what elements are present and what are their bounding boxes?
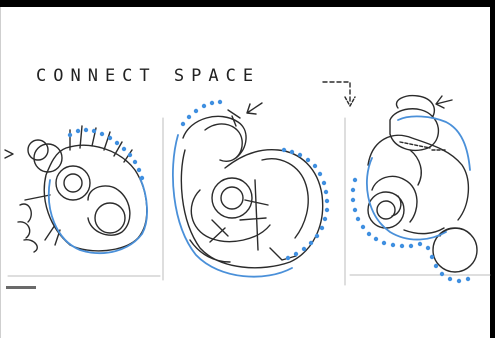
connect-space-dots [68, 100, 470, 283]
heart-sketch-1 [5, 126, 147, 252]
heart-sketch-2 [181, 103, 322, 268]
heart-sketch-3 [368, 96, 477, 272]
dashed-arrow-icon [323, 82, 355, 106]
scroll-indicator [6, 286, 36, 289]
